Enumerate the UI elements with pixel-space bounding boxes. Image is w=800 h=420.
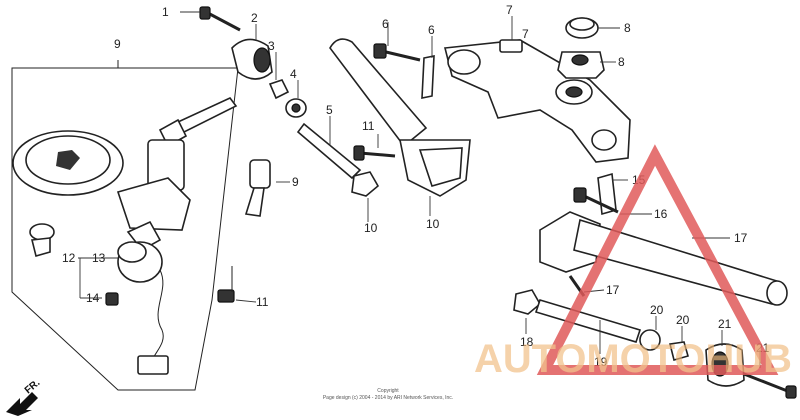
copyright-line-1: Copyright (377, 388, 399, 394)
callout-11-right: 20 (676, 313, 690, 327)
callout-12: 17 (734, 231, 748, 245)
callout-16: 11 (256, 295, 269, 309)
callout-20-right: 17 (606, 283, 620, 297)
front-direction-indicator: FR. (6, 377, 42, 416)
callout-3: 13 (92, 251, 106, 265)
callout-2: 12 (62, 251, 76, 265)
watermark-text: AUTOMOTOHUB (474, 337, 792, 381)
callout-9-right: 18 (520, 335, 534, 349)
callout-21-right: 16 (654, 207, 668, 221)
callout-17-top: 1 (162, 5, 169, 19)
callout-20-top: 11 (362, 119, 375, 133)
copyright-line-2: Page design (c) 2004 - 2014 by ARI Netwo… (323, 395, 453, 401)
callout-8-right: 21 (718, 317, 732, 331)
callout-6-top: 6 (428, 23, 435, 37)
callout-11-top: 3 (268, 39, 275, 53)
copyright-notice: Copyright Page design (c) 2004 - 2014 by… (323, 388, 453, 401)
callout-1: 9 (114, 37, 121, 51)
switch-cover-group (199, 6, 396, 197)
top-bridge (444, 17, 631, 163)
callout-4: 9 (292, 175, 299, 189)
callout-14: 7 (506, 3, 513, 17)
callout-19: 14 (86, 291, 100, 305)
ignition-switch-group (11, 60, 271, 391)
callout-5: 10 (426, 217, 440, 231)
front-arrow-icon (6, 392, 38, 416)
callout-7-top: 5 (326, 103, 333, 117)
callout-13: 8 (624, 21, 631, 35)
callout-8-top: 2 (251, 11, 258, 25)
callout-21-top: 6 (382, 17, 389, 31)
watermark: AUTOMOTOHUB (474, 144, 792, 381)
watermark-triangle-icon (536, 144, 779, 375)
callout-18: 8 (618, 55, 625, 69)
callout-10-right: 20 (650, 303, 664, 317)
front-label: FR. (23, 377, 43, 396)
callout-10-top: 4 (290, 67, 297, 81)
handlebar-left (329, 38, 471, 197)
callout-9-top: 10 (364, 221, 378, 235)
callout-15: 7 (522, 27, 529, 41)
